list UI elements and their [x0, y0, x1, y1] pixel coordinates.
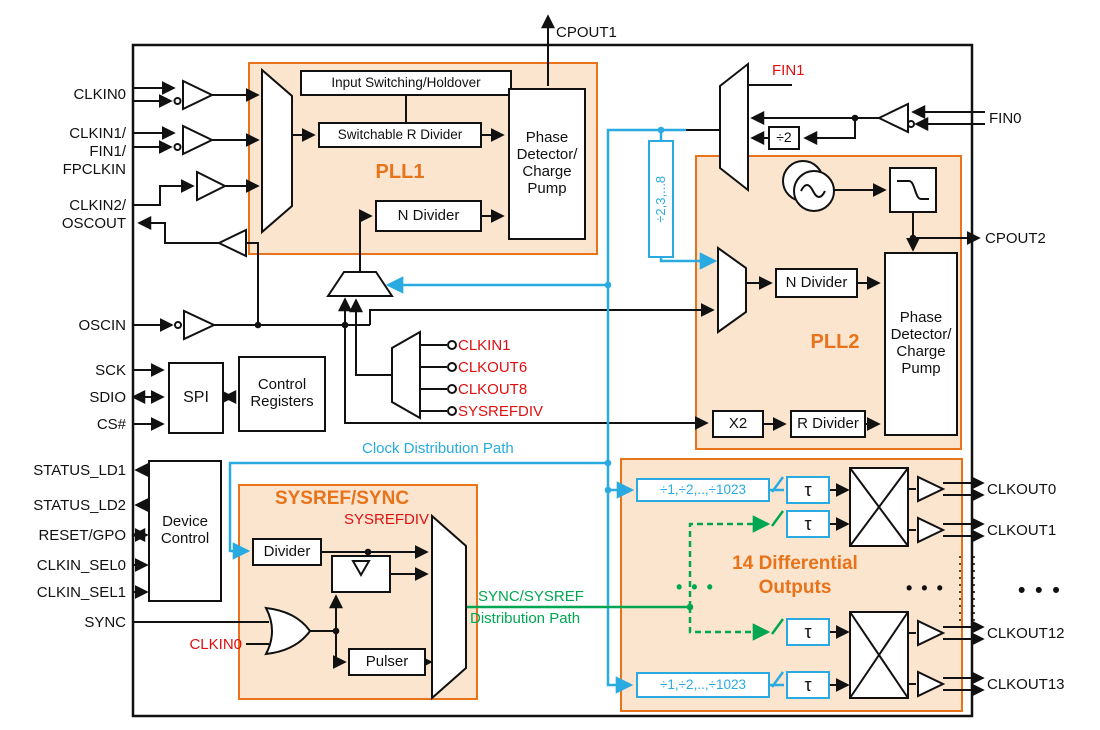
- pin-clkout12: CLKOUT12: [987, 625, 1065, 642]
- clkin2-buffer: [196, 170, 228, 202]
- pin-clkout1: CLKOUT1: [987, 522, 1057, 539]
- div-2-3-8-label: ÷2,3,...8: [652, 175, 668, 223]
- delay-tau2-box: τ: [786, 510, 830, 538]
- pin-clkin-sel1: CLKIN_SEL1: [36, 584, 126, 601]
- pin-cpout2: CPOUT2: [985, 230, 1046, 247]
- clkin1-buffer: [182, 124, 215, 156]
- pin-status-ld2: STATUS_LD2: [33, 497, 126, 514]
- pll1-ndivider-mux: [326, 271, 394, 297]
- green-ellipsis: • • •: [676, 577, 715, 597]
- pin-sdio: SDIO: [89, 389, 126, 406]
- sysref-divider-box: Divider: [252, 538, 322, 566]
- fbmux-clkout6-label: CLKOUT6: [458, 359, 528, 376]
- pin-sck: SCK: [95, 362, 126, 379]
- sysref-clkin0-label: CLKIN0: [189, 636, 242, 653]
- pin-reset-gpo: RESET/GPO: [38, 527, 126, 544]
- feedback-mux: [391, 330, 421, 420]
- fbmux-sysrefdiv-label: SYSREFDIV: [458, 403, 544, 420]
- pll1-phase-detector-box: Phase Detector/ Charge Pump: [508, 88, 586, 240]
- control-registers-box: Control Registers: [238, 356, 326, 432]
- pulser-box: Pulser: [348, 648, 426, 676]
- pin-clkin2-oscout: CLKIN2/ OSCOUT: [61, 197, 126, 232]
- delay-tau1-box: τ: [786, 476, 830, 504]
- input-switching-holdover-box: Input Switching/Holdover: [300, 70, 512, 96]
- oscin-buffer: [183, 309, 217, 341]
- pin-cpout1: CPOUT1: [556, 24, 617, 41]
- outer-ellipsis: • • •: [1018, 579, 1062, 602]
- pll1-r-divider-box: Switchable R Divider: [318, 122, 482, 148]
- pin-clkin-sel0: CLKIN_SEL0: [36, 557, 126, 574]
- pll2-phase-detector-box: Phase Detector/ Charge Pump: [884, 252, 958, 436]
- pin-clkin0: CLKIN0: [73, 86, 126, 103]
- output-divider-bottom-box: ÷1,÷2,..,÷1023: [636, 672, 770, 698]
- pin-clkin1-fin1-fpclkin: CLKIN1/ FIN1/ FPCLKIN: [62, 125, 126, 178]
- delay-tau4-box: τ: [786, 671, 830, 699]
- pll2-n-divider-box: N Divider: [775, 268, 858, 298]
- delay-tau3-box: τ: [786, 618, 830, 646]
- clkin0-buffer: [182, 79, 215, 111]
- inner-ellipsis: • • •: [906, 578, 945, 598]
- pin-sync: SYNC: [84, 614, 126, 631]
- pll2-x2-box: X2: [712, 410, 764, 438]
- sync-sysref-label: SYNC/SYSREF: [478, 588, 584, 605]
- sysref-sync-title: SYSREF/SYNC: [274, 488, 410, 509]
- pin-status-ld1: STATUS_LD1: [33, 462, 126, 479]
- oscout-buffer: [216, 228, 247, 258]
- div2-box: ÷2: [768, 126, 800, 150]
- pin-fin0: FIN0: [989, 110, 1022, 127]
- output-divider-top-box: ÷1,÷2,..,÷1023: [636, 478, 770, 502]
- div-2-3-8-box: ÷2,3,...8: [648, 140, 674, 258]
- fin0-buffer: [876, 102, 909, 134]
- fbmux-clkout8-label: CLKOUT8: [458, 381, 528, 398]
- pin-cs: CS#: [96, 416, 126, 433]
- pin-clkout13: CLKOUT13: [987, 676, 1065, 693]
- pll2-title: PLL2: [810, 331, 860, 353]
- device-control-box: Device Control: [148, 460, 222, 602]
- pll2-r-divider-box: R Divider: [790, 410, 866, 438]
- pin-oscin: OSCIN: [78, 317, 126, 334]
- clock-distribution-path-label: Clock Distribution Path: [362, 440, 514, 457]
- sysref-sysrefdiv-label: SYSREFDIV: [344, 511, 430, 528]
- pll1-title: PLL1: [375, 161, 425, 183]
- pin-clkout0: CLKOUT0: [987, 481, 1057, 498]
- spi-box: SPI: [168, 362, 224, 434]
- fbmux-clkin1-label: CLKIN1: [458, 337, 511, 354]
- pll1-n-divider-box: N Divider: [375, 200, 482, 232]
- distribution-path-label: Distribution Path: [470, 610, 581, 627]
- fin1-red-label: FIN1: [772, 62, 805, 79]
